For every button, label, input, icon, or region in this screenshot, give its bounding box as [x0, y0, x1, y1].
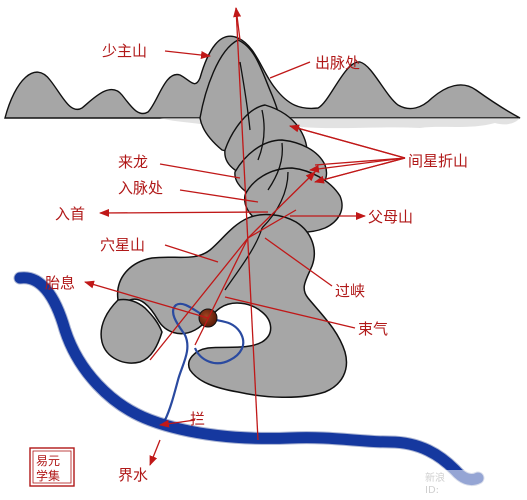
- label-chu-mai-chu: 出脉处: [315, 54, 360, 72]
- label-guo-xia: 过峡: [335, 282, 365, 300]
- label-ru-mai-chu: 入脉处: [118, 179, 163, 197]
- label-tai-xi: 胎息: [45, 274, 75, 292]
- radial-lines: [149, 171, 316, 361]
- label-jie-shui: 界水: [118, 466, 148, 484]
- main-axis-arrow: [233, 7, 242, 41]
- label-shu-qi: 束气: [358, 320, 388, 338]
- label-shao-zhu-shan: 少主山: [102, 42, 147, 60]
- svg-text:ID:: ID:: [425, 485, 439, 496]
- seal-stamp: 易元 学集: [29, 447, 75, 487]
- label-arrows: [84, 50, 406, 466]
- label-fu-mu-shan: 父母山: [368, 208, 413, 226]
- mountain-body: [100, 39, 348, 398]
- svg-text:学集: 学集: [36, 468, 60, 483]
- label-lai-long: 来龙: [118, 153, 148, 171]
- label-ru-shou: 入首: [55, 205, 85, 223]
- label-xue-xing-shan: 穴星山: [100, 236, 145, 254]
- streams: [164, 302, 245, 421]
- boundary-river: [14, 272, 484, 486]
- main-axis-line: [235, 7, 259, 441]
- label-lan: 拦: [190, 410, 205, 428]
- boundary-river-edge: [13, 271, 485, 487]
- label-jian-xing-zhe-shan: 间星折山: [408, 152, 468, 170]
- svg-text:新浪: 新浪: [425, 471, 445, 484]
- watermark: 新浪 ID:: [420, 470, 524, 496]
- svg-text:易元: 易元: [36, 454, 60, 468]
